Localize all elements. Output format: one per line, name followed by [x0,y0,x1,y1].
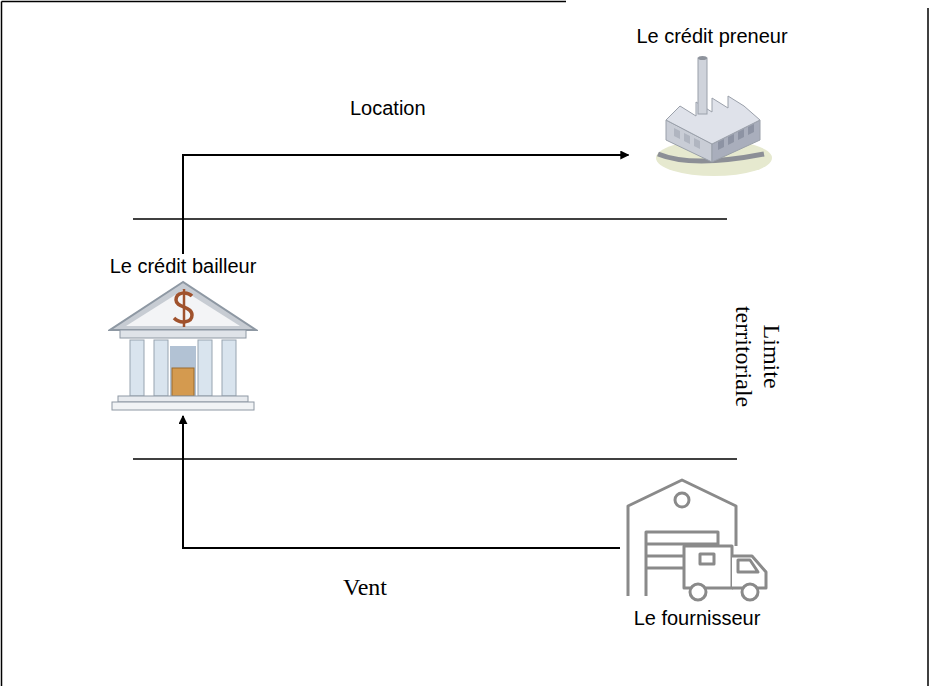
territorial-line [133,458,737,460]
bank-icon [108,280,258,414]
supplier-node: Le fournisseur [622,476,772,632]
flow-arrow [183,416,620,548]
node-caption: Le fournisseur [630,604,765,632]
frame-border [2,1,567,3]
lessee-node: Le crédit preneur [632,22,791,178]
node-caption: Le crédit preneur [632,22,791,50]
factory-icon [652,50,772,178]
edge-label: Vent [340,574,390,601]
frame-border [1,2,3,686]
territorial-line [133,218,727,220]
boundary-label: Limite territoriale [729,292,784,422]
frame-border [927,8,929,686]
flow-arrow [183,155,628,254]
node-caption: Le crédit bailleur [106,252,261,280]
warehouse-truck-icon [622,476,772,604]
lessor-node: Le crédit bailleur [106,252,261,414]
edge-label: Location [347,97,429,120]
